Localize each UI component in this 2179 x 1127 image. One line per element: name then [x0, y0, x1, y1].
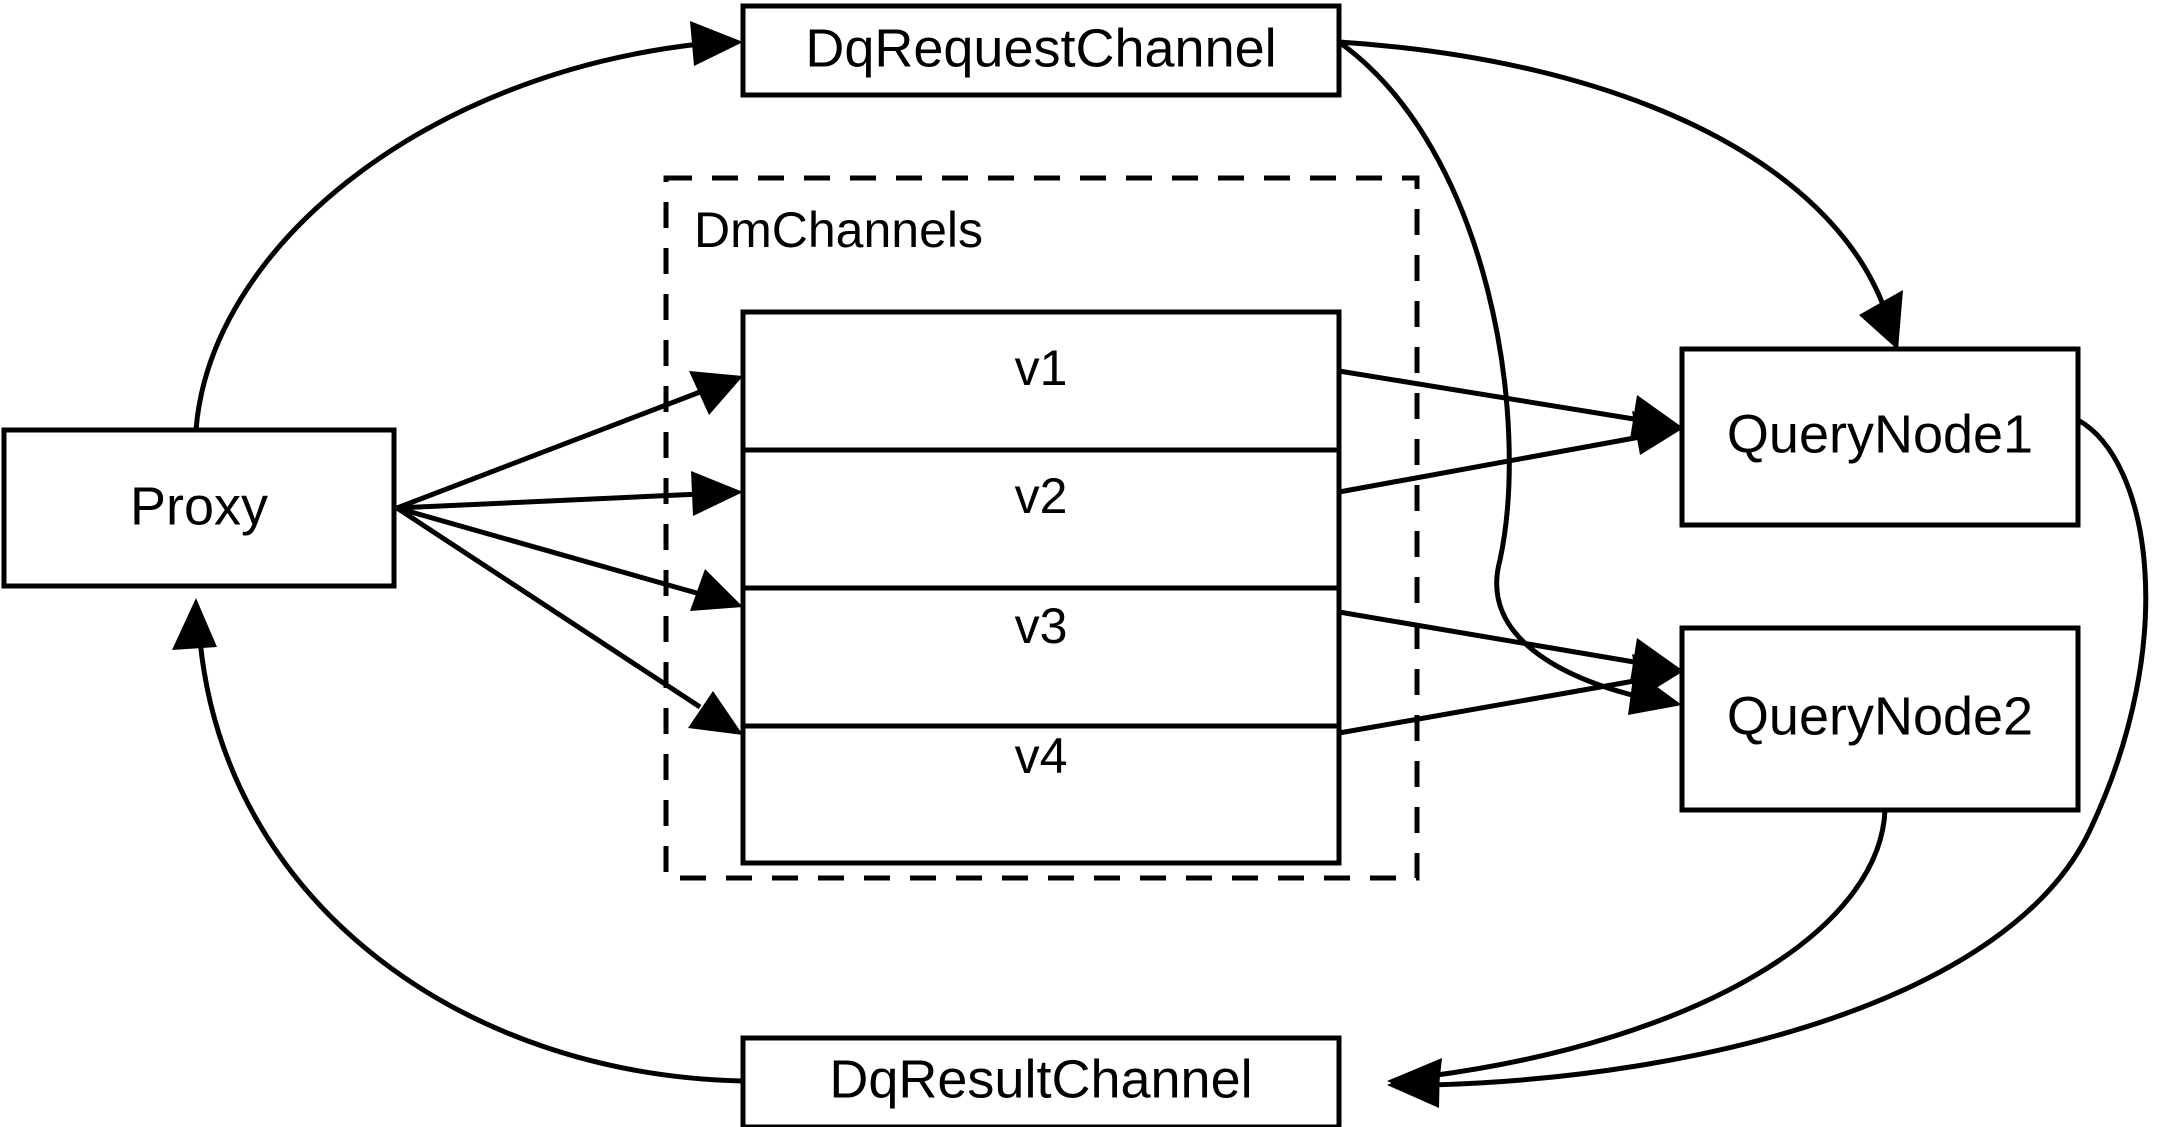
edge-querynode2-to-dqresultchannel: [1387, 809, 1888, 1103]
dmchannels-table: v1 v2 v3 v4: [740, 309, 1342, 866]
edge-proxy-to-v1: [396, 371, 743, 511]
node-dqresultchannel[interactable]: DqResultChannel: [740, 1035, 1342, 1127]
edge-v2-to-querynode1: [1338, 411, 1682, 495]
edge-proxy-to-v2: [396, 471, 743, 516]
edge-dqrequestchannel-to-querynode1: [1338, 39, 1903, 350]
dmchannel-row-v1[interactable]: v1: [1015, 340, 1068, 396]
edge-proxy-to-dqrequestchannel: [193, 21, 743, 431]
edge-proxy-to-v3: [396, 505, 743, 611]
node-querynode2-label: QueryNode2: [1727, 686, 2033, 746]
node-proxy[interactable]: Proxy: [1, 427, 397, 589]
node-querynode1-label: QueryNode1: [1727, 404, 2033, 464]
dmchannel-row-v3[interactable]: v3: [1015, 598, 1068, 654]
node-querynode2[interactable]: QueryNode2: [1679, 625, 2081, 813]
edge-dqresultchannel-to-proxy: [172, 598, 744, 1084]
dmchannel-row-v4[interactable]: v4: [1015, 728, 1068, 784]
node-dqrequestchannel[interactable]: DqRequestChannel: [740, 3, 1342, 98]
dmchannels-group-label: DmChannels: [694, 202, 983, 258]
dmchannel-row-v2[interactable]: v2: [1015, 468, 1068, 524]
edge-v4-to-querynode2: [1338, 654, 1682, 736]
dmchannels-group: DmChannels: [663, 175, 1420, 881]
node-dqresultchannel-label: DqResultChannel: [829, 1049, 1252, 1109]
edge-proxy-to-v4: [395, 505, 743, 735]
node-proxy-label: Proxy: [130, 476, 268, 536]
node-dqrequestchannel-label: DqRequestChannel: [805, 18, 1276, 78]
node-querynode1[interactable]: QueryNode1: [1679, 346, 2081, 528]
